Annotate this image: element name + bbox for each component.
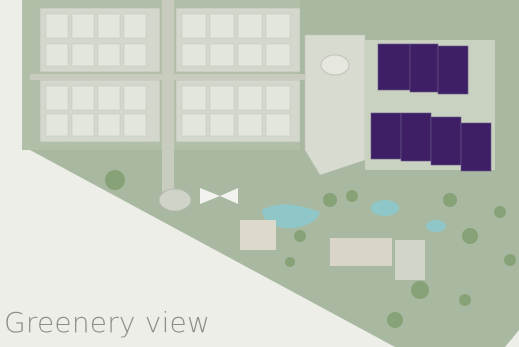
housing-units bbox=[45, 13, 291, 137]
round-pavilion bbox=[158, 188, 192, 212]
road-horizontal bbox=[30, 74, 310, 80]
highlighted-buildings bbox=[370, 43, 492, 172]
leaf-sculpture bbox=[200, 188, 238, 204]
map-caption: Greenery view bbox=[4, 306, 211, 339]
tree-cluster bbox=[105, 170, 516, 328]
clubhouse-area bbox=[304, 34, 366, 176]
round-court bbox=[320, 54, 350, 76]
pool-area bbox=[240, 200, 446, 280]
bottom-white-corner bbox=[505, 330, 519, 347]
road-vertical bbox=[162, 0, 174, 200]
